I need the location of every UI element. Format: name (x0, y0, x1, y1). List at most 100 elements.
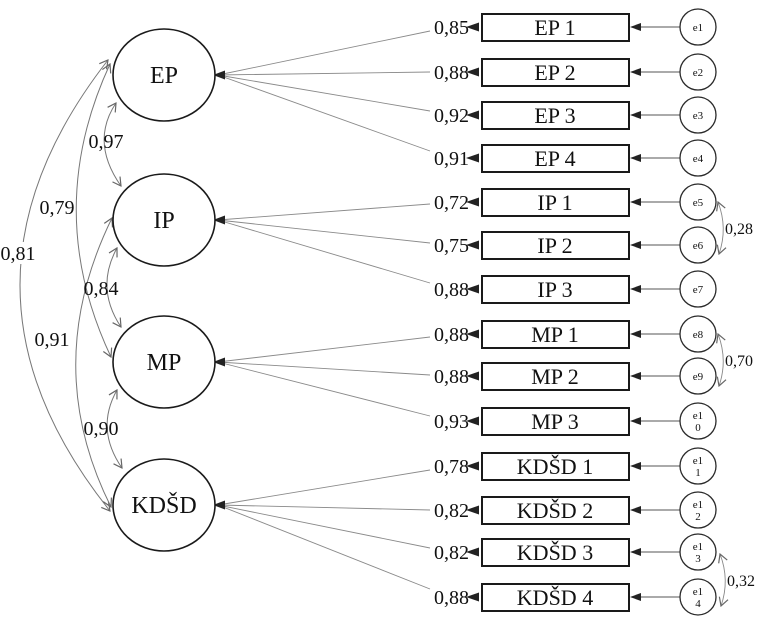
indicator-label: KDŠD 4 (517, 585, 593, 610)
error-arrowhead-icon (630, 330, 641, 338)
loading-label: 0,82 (434, 500, 469, 522)
indicator-box-ep-1 (481, 13, 630, 42)
indicator-label: IP 1 (537, 190, 572, 215)
indicator-label: KDŠD 2 (517, 498, 593, 523)
error-arrowhead-icon (630, 111, 641, 119)
loading-path-ep-2 (217, 71, 431, 76)
loading-label: 0,92 (434, 105, 469, 127)
loading-label: 0,91 (434, 148, 469, 170)
error-label: e5 (693, 197, 704, 209)
loading-path-ep-1 (217, 30, 431, 76)
loading-path-ep-3 (217, 74, 431, 112)
loading-path-kdsd-4 (217, 504, 431, 590)
box-arrowhead-icon (466, 329, 479, 339)
error-label: e7 (693, 284, 704, 296)
factor-circle-ip (112, 173, 216, 267)
loading-label: 0,88 (434, 62, 469, 84)
box-arrowhead-icon (466, 547, 479, 557)
error-arrowhead-icon (630, 506, 641, 514)
error-circle-e2 (679, 53, 717, 91)
box-arrowhead-icon (466, 197, 479, 207)
loading-path-mp-2 (217, 361, 431, 376)
factor-circle-mp (112, 315, 216, 409)
indicator-box-ep-4 (481, 144, 630, 173)
error-circle-e7 (679, 270, 717, 308)
indicator-boxes: EP 1 EP 2 EP 3 EP 4 IP 1 IP 2 IP 3 MP 1 … (481, 13, 630, 612)
error-label: e9 (693, 371, 704, 383)
indicator-box-ep-3 (481, 101, 630, 130)
indicator-label: MP 2 (531, 364, 578, 389)
error-arrowhead-icon (630, 462, 641, 470)
loading-label: 0,75 (434, 235, 469, 257)
box-arrowhead-icon (466, 22, 479, 32)
error-arrowhead-icon (630, 593, 641, 601)
error-circle-e14 (679, 578, 717, 616)
indicator-label: IP 2 (537, 233, 572, 258)
error-label-line2: 4 (695, 598, 701, 610)
loading-label: 0,72 (434, 192, 469, 214)
loading-label: 0,93 (434, 411, 469, 433)
indicator-box-kdsd-2 (481, 496, 630, 525)
error-arrowhead-icon (630, 198, 641, 206)
error-label: e1 (693, 22, 703, 34)
indicator-label: KDŠD 3 (517, 540, 593, 565)
arrowhead-into-ep-icon (213, 70, 225, 80)
loading-label: 0,85 (434, 17, 469, 39)
arrowhead-into-ip-icon (213, 215, 225, 225)
box-arrowhead-icon (466, 67, 479, 77)
loading-path-ip-2 (217, 219, 431, 244)
error-label: e6 (693, 240, 704, 252)
correlation-label-ip-mp: 0,84 (84, 278, 119, 300)
error-circle-e6 (679, 226, 717, 264)
indicator-box-kdsd-1 (481, 452, 630, 481)
error-circle-e9 (679, 357, 717, 395)
error-label-line1: e1 (693, 455, 703, 467)
box-arrowhead-icon (466, 505, 479, 515)
factor-label-mp: MP (147, 350, 182, 376)
loading-labels: 0,85 0,88 0,92 0,91 0,72 0,75 0,88 0,88 … (434, 17, 469, 609)
error-cov-arc-e13-e14 (720, 554, 725, 606)
box-arrowhead-icon (466, 284, 479, 294)
error-cov-label-e8-e9: 0,70 (725, 353, 753, 370)
box-arrowhead-icon (466, 416, 479, 426)
indicator-label: KDŠD 1 (517, 454, 593, 479)
factor-circle-ep (112, 28, 216, 122)
error-cov-label-e5-e6: 0,28 (725, 221, 753, 238)
error-circle-e5 (679, 183, 717, 221)
loading-label: 0,88 (434, 324, 469, 346)
indicator-label: EP 1 (534, 15, 575, 40)
box-arrowhead-icon (466, 110, 479, 120)
latent-factors: EP IP MP KDŠD (112, 28, 216, 552)
indicator-label: IP 3 (537, 277, 572, 302)
factor-correlation-arcs: 0,97 0,79 0,81 0,84 0,91 0,90 (0, 60, 124, 511)
indicator-box-ip-2 (481, 231, 630, 260)
loading-path-kdsd-1 (217, 469, 431, 506)
error-circle-e4 (679, 139, 717, 177)
indicator-box-ip-1 (481, 188, 630, 217)
correlation-label-mp-kdsd: 0,90 (84, 418, 119, 440)
box-arrowhead-icon (466, 461, 479, 471)
error-circle-e10 (679, 402, 717, 440)
error-arrowhead-icon (630, 154, 641, 162)
error-label-line2: 1 (695, 467, 701, 479)
factor-label-ep: EP (150, 63, 178, 89)
error-arrowhead-icon (630, 548, 641, 556)
corr-arc-ep-mp (75, 64, 111, 357)
error-covariances: 0,28 0,70 0,32 (718, 202, 755, 606)
box-arrowhead-icon (466, 592, 479, 602)
error-cov-label-e13-e14: 0,32 (727, 573, 755, 590)
correlation-label-ep-mp: 0,79 (40, 197, 75, 219)
indicator-box-ep-2 (481, 58, 630, 87)
corr-arc-ep-kdsd (19, 60, 110, 511)
box-arrowhead-icon (466, 240, 479, 250)
indicator-box-mp-1 (481, 320, 630, 349)
indicator-box-mp-2 (481, 362, 630, 391)
loading-path-kdsd-2 (217, 504, 431, 511)
correlation-label-ep-kdsd: 0,81 (1, 243, 36, 265)
error-circle-e13 (679, 533, 717, 571)
error-arrowhead-icon (630, 68, 641, 76)
error-terms: e1 e2 e3 e4 e5 e6 e7 e8 e9 e1 0 e1 1 e1 … (679, 8, 717, 616)
loading-path-mp-1 (217, 336, 431, 363)
